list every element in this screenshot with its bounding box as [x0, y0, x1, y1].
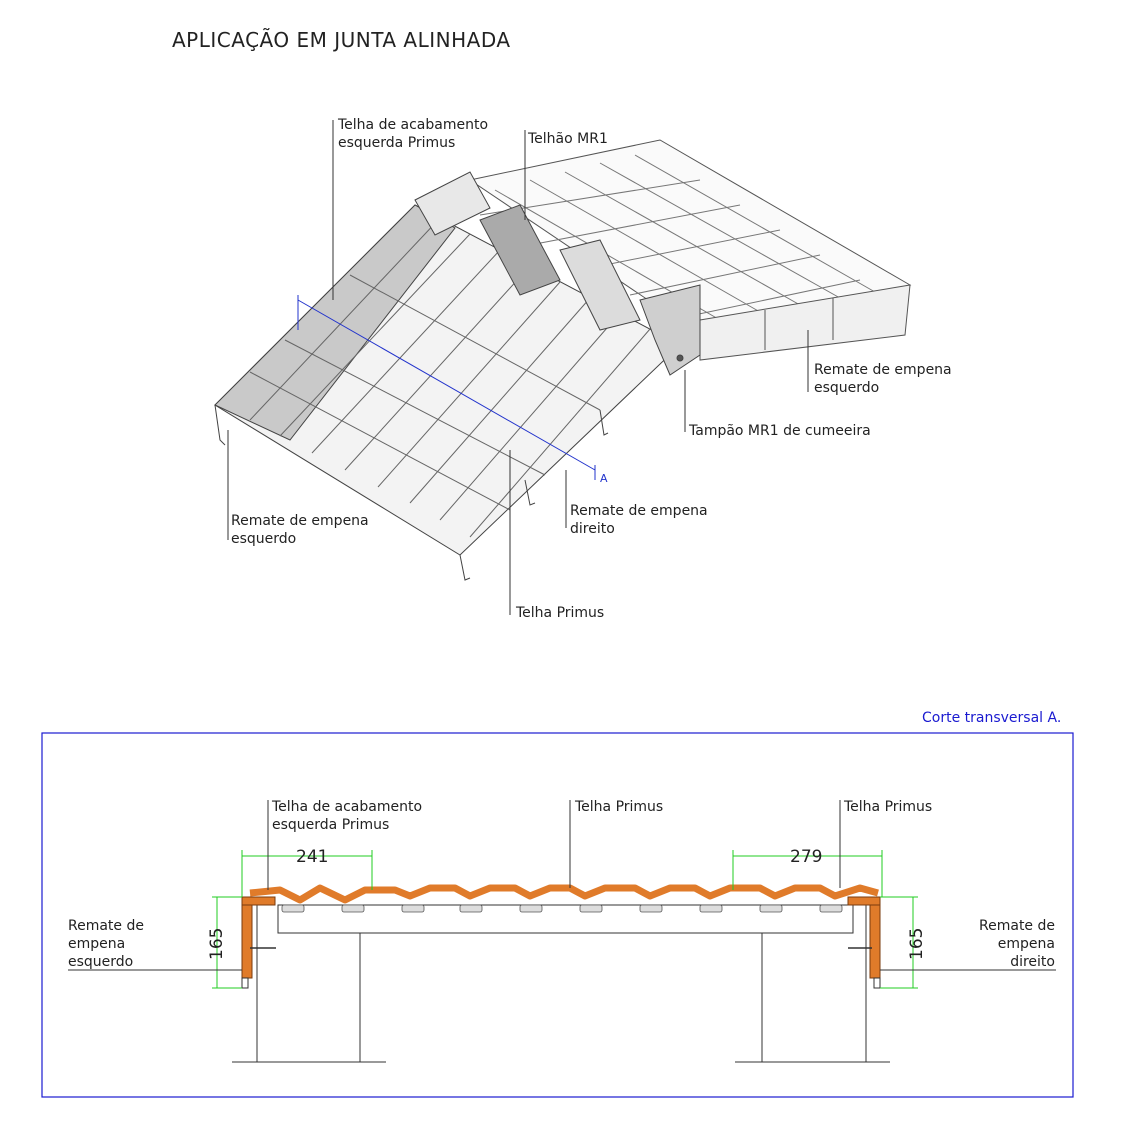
dim-right-width: 279 [790, 847, 822, 867]
label-tampao: Tampão MR1 de cumeeira [689, 423, 871, 439]
label-remate-esq-front: Remate de empena esquerdo [231, 512, 369, 548]
gable-trims-section [241, 896, 881, 979]
section-label-remate-esq: Remate de empena esquerdo [68, 917, 144, 971]
section-frame [41, 732, 1074, 1098]
label-line: direito [1010, 954, 1055, 970]
section-label-telha-acabamento: Telha de acabamento esquerda Primus [272, 798, 422, 834]
front-roof-plane [214, 204, 681, 556]
front-gable-trims [214, 404, 609, 581]
label-line: empena [68, 936, 126, 952]
iso-leader-lines [227, 120, 809, 615]
label-line: esquerdo [231, 531, 297, 547]
label-telha-primus: Telha Primus [516, 605, 605, 621]
label-line: esquerdo [814, 380, 880, 396]
tile-profile [249, 884, 879, 904]
label-line: Remate de [979, 918, 1055, 934]
label-line: empena [997, 936, 1055, 952]
tile-underside [281, 904, 843, 913]
label-telhao: Telhão MR1 [528, 131, 608, 147]
dimension-lines [212, 850, 918, 989]
label-line: esquerda Primus [338, 135, 456, 151]
ridge-caps [414, 171, 701, 376]
section-label-telha-primus-2: Telha Primus [844, 799, 933, 815]
label-line: Remate de [68, 918, 144, 934]
label-line: Remate de empena [570, 503, 708, 519]
label-line: esquerdo [68, 954, 134, 970]
section-label-telha-primus-1: Telha Primus [575, 799, 664, 815]
diagram-title: APLICAÇÃO EM JUNTA ALINHADA [172, 28, 511, 52]
section-label-remate-dir: Remate de empena direito [960, 917, 1055, 971]
label-telha-acabamento: Telha de acabamento esquerda Primus [338, 116, 488, 152]
section-leader-lines [68, 800, 1056, 971]
section-caption: Corte transversal A. [922, 710, 1062, 726]
label-line: esquerda Primus [272, 817, 390, 833]
trim-ends [241, 977, 881, 989]
section-line-a [297, 295, 596, 480]
label-line: Telha de acabamento [272, 799, 423, 815]
dim-left-width: 241 [296, 847, 328, 867]
section-structure [232, 904, 890, 1063]
label-line: direito [570, 521, 615, 537]
label-line: Telha de acabamento [338, 117, 489, 133]
dim-right-height: 165 [907, 928, 927, 960]
label-line: Remate de empena [814, 362, 952, 378]
section-marker-a: A [600, 472, 608, 485]
isometric-roof-drawing: A [214, 120, 912, 615]
dim-left-height: 165 [207, 928, 227, 960]
label-line: Remate de empena [231, 513, 369, 529]
label-remate-direito: Remate de empena direito [570, 502, 708, 538]
label-remate-esq-rear: Remate de empena esquerdo [814, 361, 952, 397]
